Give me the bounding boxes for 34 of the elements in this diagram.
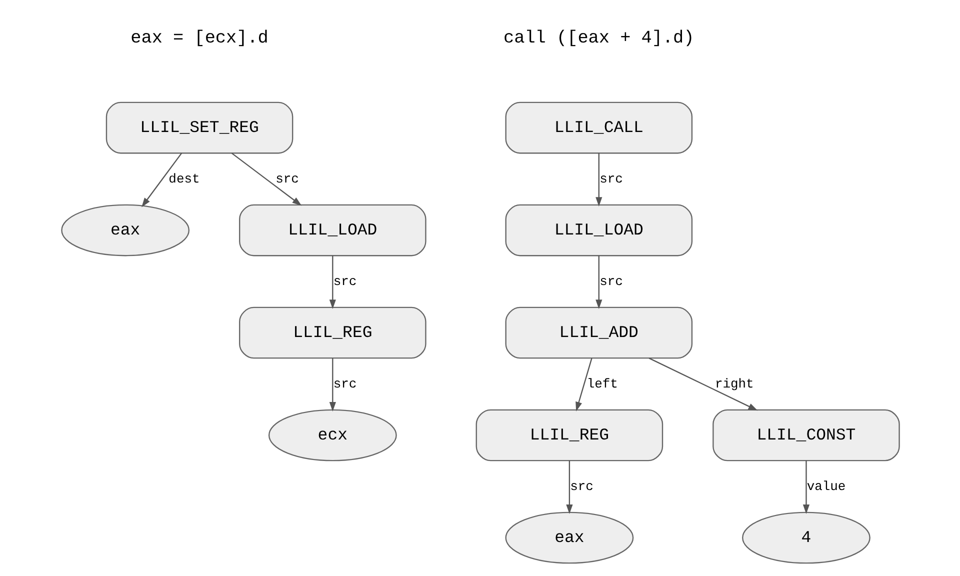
arrow (141, 152, 182, 208)
node-ellipse: eax (60, 204, 190, 256)
node-box: LLIL_SET_REG (105, 102, 293, 154)
arrow (648, 358, 758, 411)
edge-label: dest (168, 171, 200, 186)
edge-label: src (599, 274, 622, 289)
edge-label: src (332, 274, 356, 289)
node-ellipse: 4 (742, 512, 870, 564)
arrow (575, 358, 592, 412)
node-box: LLIL_CALL (504, 102, 692, 154)
edge-label: src (332, 376, 356, 392)
arrow (802, 460, 810, 514)
arrow (328, 256, 336, 310)
node-box: LLIL_REG (238, 306, 426, 359)
arrow (595, 153, 602, 207)
arrow (328, 358, 336, 412)
label: eax = [ecx].d (130, 28, 268, 48)
node-ellipse: eax (504, 512, 634, 564)
arrow (230, 152, 302, 206)
node-box: LLIL_ADD (504, 306, 692, 359)
label: call ([eax + 4].d) (503, 28, 694, 48)
edge-label: value (806, 478, 846, 494)
edge-label: src (275, 171, 298, 186)
node-box: LLIL_LOAD (238, 204, 426, 256)
edge-label: src (599, 171, 622, 186)
arrow (566, 460, 572, 514)
node-box: LLIL_CONST (712, 409, 900, 462)
node-box: LLIL_LOAD (504, 204, 692, 256)
node-ellipse: ecx (268, 409, 396, 462)
edge-label: src (570, 478, 593, 494)
edge-label: left (586, 376, 618, 392)
edge-label: right (714, 376, 754, 392)
arrow (595, 256, 602, 310)
node-box: LLIL_REG (475, 409, 663, 462)
